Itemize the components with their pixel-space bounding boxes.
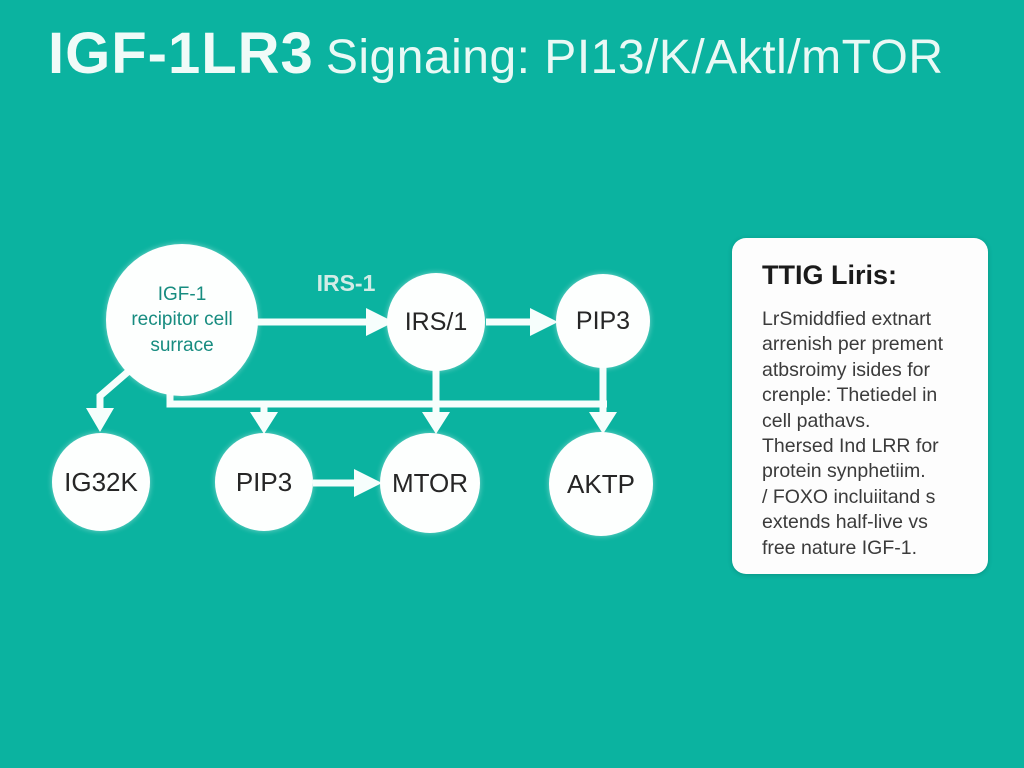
arrow-pip3-to-aktp [589,366,617,434]
title-main: IGF-1LR3 [48,21,314,86]
node-mtor: MTOR [380,433,480,533]
info-box-body: LrSmiddfied extnart arrenish per prement… [762,308,944,559]
arrow-pip3-bottom-to-mtor [313,469,382,497]
title-subtitle: Signaing: PI13/K/Aktl/mTOR [325,31,944,84]
node-ig32k: IG32K [52,433,150,531]
arrow-irs1-to-pip3 [486,308,558,336]
arrow-receptor-to-irs1 [252,308,394,336]
arrow-trunk-to-pip3-bottom [250,404,278,434]
info-box-title: TTIG Liris: [762,260,897,290]
node-igf1-receptor: IGF-1 recipitor cell surrace [106,244,258,396]
node-aktp: AKTP [549,432,653,536]
edge-label-irs1: IRS-1 [316,270,376,296]
arrow-receptor-to-ig32k [86,367,133,432]
node-pip3-bottom: PIP3 [215,433,313,531]
trunk-line [166,378,607,408]
node-irs1: IRS/1 [387,273,485,371]
info-box: TTIG Liris: LrSmiddfied extnart arrenish… [732,238,988,574]
node-pip3-top: PIP3 [556,274,650,368]
arrow-irs1-to-mtor [422,368,450,434]
